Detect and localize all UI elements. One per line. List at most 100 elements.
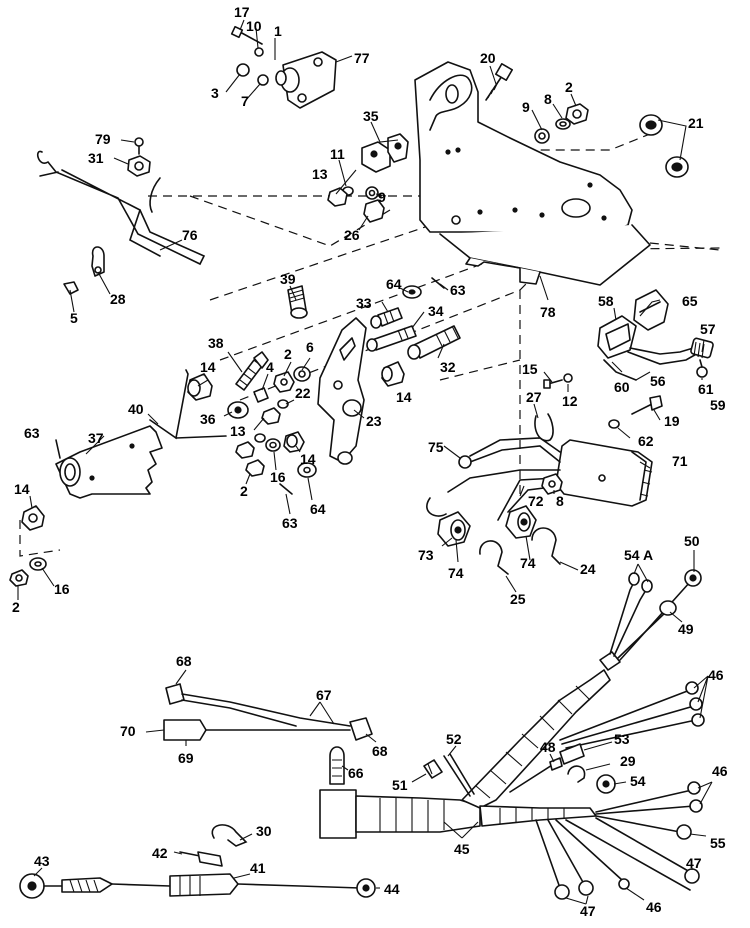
callout-62: 62 xyxy=(638,433,654,449)
washer-64-low xyxy=(297,462,317,478)
callout-44: 44 xyxy=(384,881,400,897)
callout-33: 33 xyxy=(356,295,372,311)
callout-48: 48 xyxy=(540,739,556,755)
connector-57 xyxy=(690,337,714,359)
callout-63-upper: 63 xyxy=(450,282,466,298)
stud-32 xyxy=(407,325,461,360)
stud-4 xyxy=(253,387,269,403)
callout-17: 17 xyxy=(234,4,250,20)
callout-28: 28 xyxy=(110,291,126,307)
callout-59: 59 xyxy=(710,397,726,413)
washer-64-upper xyxy=(402,285,422,299)
screw-15 xyxy=(543,379,563,389)
callout-61: 61 xyxy=(698,381,714,397)
harness-67 xyxy=(163,683,373,741)
cotter-pin-63-low xyxy=(279,483,293,495)
callout-7: 7 xyxy=(241,93,249,109)
callout-74-left: 74 xyxy=(448,565,464,581)
callout-65: 65 xyxy=(682,293,698,309)
callout-2-low-left: 2 xyxy=(12,599,20,615)
cotter-pin-63-upper xyxy=(431,277,445,289)
callout-8-lower: 8 xyxy=(556,493,564,509)
screw-5 xyxy=(63,281,79,295)
callout-68-top: 68 xyxy=(176,653,192,669)
callout-6: 6 xyxy=(306,339,314,355)
spacer-26 xyxy=(363,199,385,223)
callout-labels: 17 10 1 77 3 7 20 2 9 8 21 35 79 31 11 1… xyxy=(12,4,728,919)
washer-16-mid xyxy=(265,438,281,452)
callout-31: 31 xyxy=(88,150,104,166)
leader-lines xyxy=(17,19,713,905)
callout-71: 71 xyxy=(672,453,688,469)
callout-32: 32 xyxy=(440,359,456,375)
washer-13-low xyxy=(254,433,266,443)
callout-22: 22 xyxy=(295,385,311,401)
callout-67: 67 xyxy=(316,687,332,703)
harness-56 xyxy=(603,345,701,381)
callout-46-bottom: 46 xyxy=(646,899,662,915)
main-harness-45 xyxy=(319,651,621,839)
nut-13-low xyxy=(235,441,255,459)
nut-2-upper xyxy=(565,103,589,125)
clamp-28 xyxy=(91,246,105,277)
callout-23: 23 xyxy=(366,413,382,429)
callout-1: 1 xyxy=(274,23,282,39)
nut-2-mid xyxy=(273,371,295,393)
washer-16-low-left xyxy=(29,557,47,571)
grommet-21 xyxy=(639,114,689,178)
spacer-14-left xyxy=(187,373,213,401)
callout-2-mid: 2 xyxy=(284,346,292,362)
callout-60: 60 xyxy=(614,379,630,395)
solenoid-bracket-77 xyxy=(230,25,337,109)
callout-13-upper: 13 xyxy=(312,166,328,182)
callout-77: 77 xyxy=(354,50,370,66)
callout-8-upper: 8 xyxy=(544,91,552,107)
callout-4: 4 xyxy=(266,359,274,375)
ring-terminals xyxy=(554,569,705,900)
callout-46-upper: 46 xyxy=(708,667,724,683)
callout-69: 69 xyxy=(178,750,194,766)
washer-8-upper xyxy=(555,118,571,130)
callout-10: 10 xyxy=(246,18,262,34)
nut-2-low-left xyxy=(9,569,29,587)
plug-51 xyxy=(423,759,443,779)
washer-22 xyxy=(277,399,289,409)
callout-13-mid: 13 xyxy=(230,423,246,439)
terminal-48-53 xyxy=(509,743,585,793)
callout-24: 24 xyxy=(580,561,596,577)
callout-64-upper: 64 xyxy=(386,276,402,292)
callout-79: 79 xyxy=(95,131,111,147)
stud-38 xyxy=(235,351,269,391)
callout-3: 3 xyxy=(211,85,219,101)
callout-25: 25 xyxy=(510,591,526,607)
mounting-plate-78 xyxy=(414,61,651,286)
callout-29: 29 xyxy=(620,753,636,769)
washer-36 xyxy=(227,401,249,419)
callout-30: 30 xyxy=(256,823,272,839)
callout-50: 50 xyxy=(684,533,700,549)
spacer-14-mid xyxy=(283,431,305,453)
connector-73 xyxy=(437,511,471,547)
stud-39 xyxy=(287,285,308,319)
stud-34 xyxy=(366,325,417,352)
callout-37: 37 xyxy=(88,430,104,446)
callout-11: 11 xyxy=(330,146,345,162)
washer-12 xyxy=(563,373,573,383)
cable-41 xyxy=(19,873,376,899)
leads-52 xyxy=(443,753,475,797)
callout-38: 38 xyxy=(208,335,224,351)
callout-72: 72 xyxy=(528,493,544,509)
bolt-19 xyxy=(631,395,663,415)
lockwasher-9-upper xyxy=(534,128,550,144)
wire-link-40 xyxy=(149,369,227,440)
callout-14-mid: 14 xyxy=(300,451,316,467)
fuse-42 xyxy=(179,851,223,867)
callout-73: 73 xyxy=(418,547,434,563)
callout-9-upper: 9 xyxy=(522,99,530,115)
callout-58: 58 xyxy=(598,293,614,309)
clip-25 xyxy=(479,540,509,575)
nut-8-lower xyxy=(541,473,563,495)
bolt-20 xyxy=(485,63,513,101)
